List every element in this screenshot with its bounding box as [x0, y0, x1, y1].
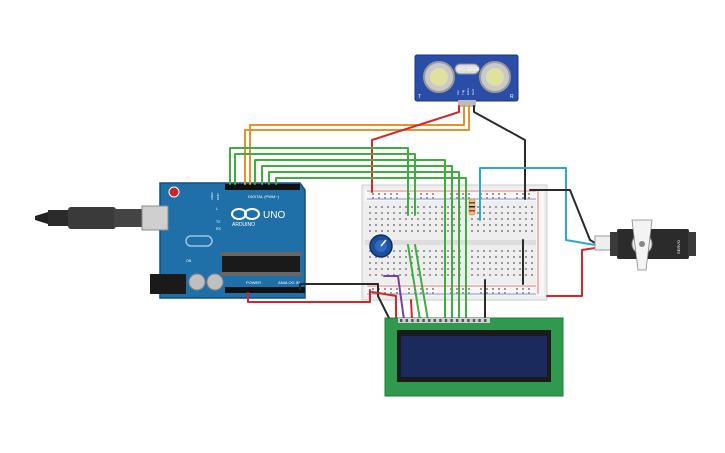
wire-red-lcd-2: [410, 299, 413, 321]
on-label: ON: [186, 259, 192, 263]
wire-black-gnd: [299, 283, 379, 297]
arduino-uno-board: UNO ARDUINO DIGITAL (PWM~) POWER ANALOG …: [141, 182, 306, 299]
tx-label: TX: [216, 220, 221, 224]
wire-green-2: [234, 153, 416, 216]
wire-green-1: [229, 147, 409, 216]
aref-label: AREF: [210, 192, 214, 200]
wire-green-8: [414, 244, 429, 321]
resistor: [468, 198, 476, 216]
power-label: POWER: [246, 280, 261, 285]
wire-green-4: [261, 165, 453, 321]
wire-black-lcd-1: [377, 295, 391, 321]
wires: [229, 105, 596, 321]
wire-orange-2: [244, 105, 470, 185]
sensor-t-label: T: [418, 94, 421, 100]
wire-purple-lcd: [383, 275, 405, 321]
arduino-model-label: UNO: [263, 210, 285, 221]
atmega-chip: [222, 256, 300, 272]
arduino-logo: [231, 208, 260, 220]
reset-button: [168, 186, 180, 198]
wire-green-3: [254, 159, 446, 321]
sensor-model-label: HC-SR04: [458, 67, 480, 73]
l-label: L: [216, 207, 218, 211]
lcd-display: [384, 317, 564, 397]
wire-red-5v: [247, 289, 371, 303]
wire-green-7: [407, 244, 421, 321]
lcd-pin-header: [400, 319, 487, 322]
rx-label: RX: [216, 227, 222, 231]
wire-blue-servo: [479, 167, 596, 246]
ultrasonic-sensor: HC-SR04 T R Vcc Trig Echo Gnd: [414, 54, 519, 107]
wire-green-5: [268, 171, 460, 321]
wire-black-sensor: [473, 105, 526, 200]
wire-red-lcd: [371, 291, 397, 321]
power-jack: [150, 274, 186, 294]
potentiometer: [369, 234, 393, 258]
sensor-pin-trig: Trig: [461, 90, 465, 95]
digital-header: [225, 184, 300, 190]
analog-label: ANALOG IN: [278, 280, 300, 285]
sensor-pin-vcc: Vcc: [456, 89, 460, 95]
usb-port: [141, 205, 169, 231]
servo-label: SERVO: [676, 240, 681, 254]
arduino-brand-label: ARDUINO: [232, 222, 255, 228]
sensor-pin-gnd: Gnd: [471, 89, 475, 95]
analog-header: [225, 287, 305, 293]
wire-black-servo: [529, 189, 596, 244]
wire-red-servo: [546, 247, 596, 297]
breadboard: [361, 184, 548, 301]
wire-green-6: [275, 177, 467, 321]
servo-motor: SERVO: [594, 219, 696, 271]
gnd-label: GND: [216, 193, 220, 201]
sensor-pin-echo: Echo: [466, 88, 470, 95]
sensor-r-label: R: [510, 94, 514, 100]
digital-label: DIGITAL (PWM~): [248, 194, 280, 199]
